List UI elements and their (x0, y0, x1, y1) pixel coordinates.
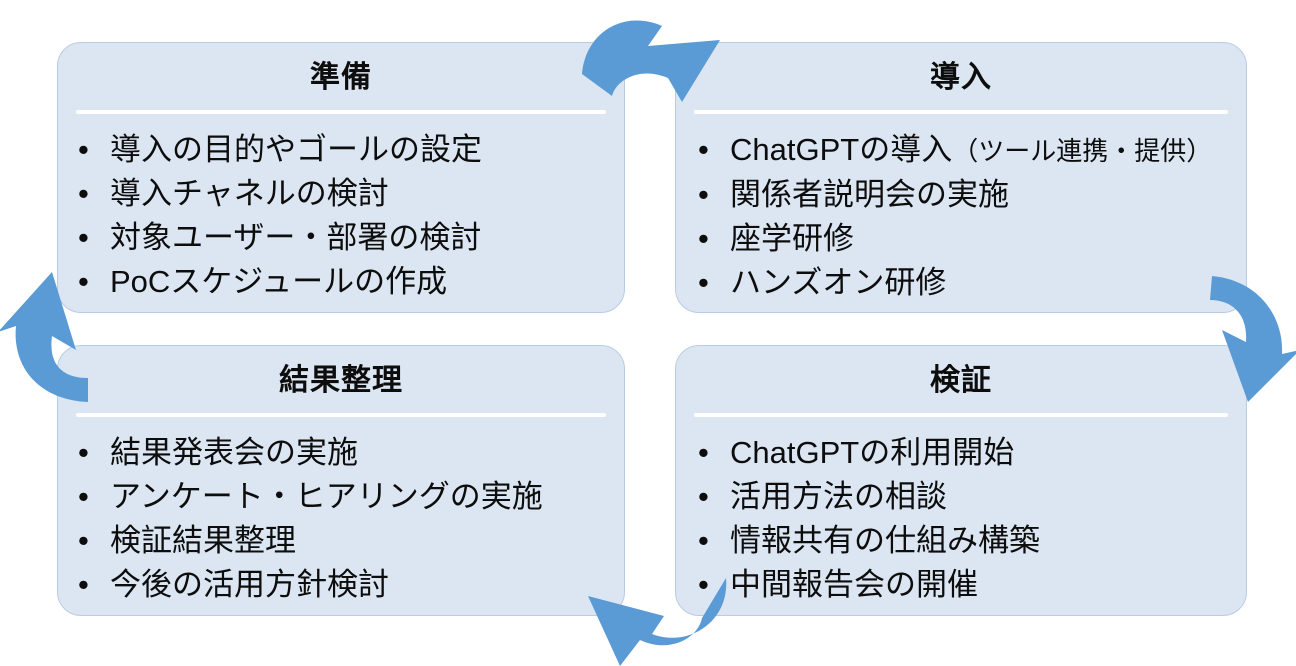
list-item-label: 導入の目的やゴールの設定 (110, 132, 482, 167)
quadrant-introduction[interactable]: 導入 • ChatGPTの導入（ツール連携・提供） • 関係者説明会の実施 • … (675, 42, 1247, 313)
list-item-label: 今後の活用方針検討 (110, 567, 389, 602)
quadrant-list-preparation: • 導入の目的やゴールの設定 • 導入チャネルの検討 • 対象ユーザー・部署の検… (58, 114, 624, 304)
bullet-icon: • (698, 435, 709, 470)
bullet-icon: • (698, 523, 709, 558)
list-item-label: 導入チャネルの検討 (110, 176, 389, 211)
list-item: • 導入チャネルの検討 (78, 172, 624, 216)
list-item: • 結果発表会の実施 (78, 431, 624, 475)
list-item-label: PoCスケジュールの作成 (110, 264, 448, 299)
list-item-label: 座学研修 (730, 221, 854, 256)
list-item-label: 情報共有の仕組み構築 (730, 523, 1040, 558)
list-item: • 座学研修 (698, 217, 1246, 261)
list-item-label: ハンズオン研修 (730, 265, 947, 300)
list-item: • 今後の活用方針検討 (78, 563, 624, 607)
quadrant-title-verification: 検証 (930, 364, 992, 397)
list-item-sublabel: （ツール連携・提供） (952, 136, 1213, 166)
quadrant-title-preparation: 準備 (310, 61, 372, 94)
list-item: • 中間報告会の開催 (698, 563, 1246, 607)
list-item-label: 中間報告会の開催 (730, 567, 978, 602)
list-item-label: 結果発表会の実施 (110, 435, 358, 470)
list-item: • アンケート・ヒアリングの実施 (78, 475, 624, 519)
bullet-icon: • (78, 264, 89, 299)
list-item-label: 活用方法の相談 (730, 479, 947, 514)
bullet-icon: • (698, 567, 709, 602)
list-item-label: アンケート・ヒアリングの実施 (110, 479, 543, 514)
list-item: • ハンズオン研修 (698, 261, 1246, 305)
list-item-label: ChatGPTの利用開始 (730, 435, 1015, 470)
bullet-icon: • (78, 132, 89, 167)
bullet-icon: • (78, 523, 89, 558)
title-divider (694, 110, 1228, 114)
bullet-icon: • (78, 176, 89, 211)
bullet-icon: • (78, 220, 89, 255)
list-item: • 対象ユーザー・部署の検討 (78, 216, 624, 260)
list-item-label: 関係者説明会の実施 (730, 177, 1009, 212)
list-item: • 情報共有の仕組み構築 (698, 519, 1246, 563)
quadrant-list-introduction: • ChatGPTの導入（ツール連携・提供） • 関係者説明会の実施 • 座学研… (676, 114, 1246, 305)
quadrant-list-results-organization: • 結果発表会の実施 • アンケート・ヒアリングの実施 • 検証結果整理 • 今… (58, 417, 624, 607)
bullet-icon: • (698, 221, 709, 256)
bullet-icon: • (698, 265, 709, 300)
list-item: • ChatGPTの導入（ツール連携・提供） (698, 128, 1246, 173)
list-item: • 導入の目的やゴールの設定 (78, 128, 624, 172)
list-item-label: 検証結果整理 (110, 523, 296, 558)
quadrant-title-results-organization: 結果整理 (279, 364, 403, 397)
list-item: • PoCスケジュールの作成 (78, 260, 624, 304)
quadrant-title-introduction: 導入 (930, 61, 992, 94)
list-item-label: ChatGPTの導入 (730, 132, 953, 167)
bullet-icon: • (698, 132, 709, 167)
list-item: • 活用方法の相談 (698, 475, 1246, 519)
quadrant-list-verification: • ChatGPTの利用開始 • 活用方法の相談 • 情報共有の仕組み構築 • … (676, 417, 1246, 607)
bullet-icon: • (78, 567, 89, 602)
title-divider (76, 413, 606, 417)
title-divider (694, 413, 1228, 417)
bullet-icon: • (698, 479, 709, 514)
bullet-icon: • (78, 479, 89, 514)
list-item: • 検証結果整理 (78, 519, 624, 563)
quadrant-preparation[interactable]: 準備 • 導入の目的やゴールの設定 • 導入チャネルの検討 • 対象ユーザー・部… (57, 42, 625, 313)
bullet-icon: • (78, 435, 89, 470)
quadrant-results-organization[interactable]: 結果整理 • 結果発表会の実施 • アンケート・ヒアリングの実施 • 検証結果整… (57, 345, 625, 616)
quadrant-verification[interactable]: 検証 • ChatGPTの利用開始 • 活用方法の相談 • 情報共有の仕組み構築… (675, 345, 1247, 616)
bullet-icon: • (698, 177, 709, 212)
list-item: • ChatGPTの利用開始 (698, 431, 1246, 475)
list-item: • 関係者説明会の実施 (698, 173, 1246, 217)
list-item-label: 対象ユーザー・部署の検討 (110, 220, 482, 255)
title-divider (76, 110, 606, 114)
